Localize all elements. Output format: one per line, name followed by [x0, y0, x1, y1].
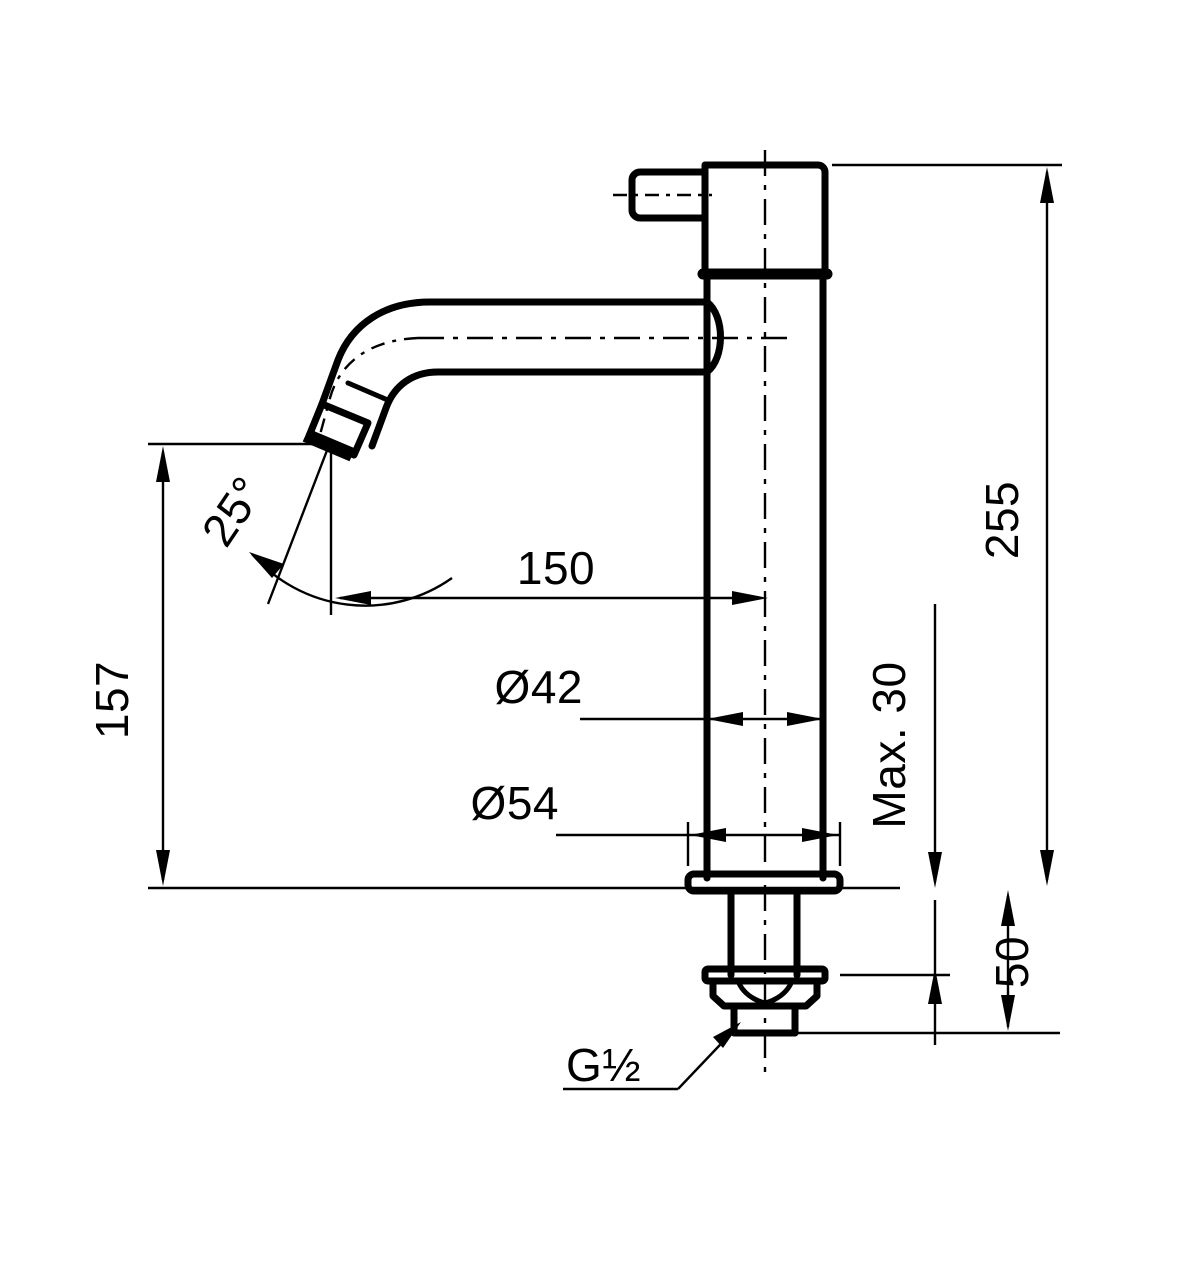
dim-label-max30: Max. 30	[863, 661, 915, 828]
arrow-50-down	[1001, 995, 1015, 1031]
spout-body-junction	[703, 298, 724, 376]
dimension-max-deck-thickness: Max. 30	[840, 604, 950, 1045]
angle-ref-line-inclined	[266, 439, 333, 605]
base-flange-plate	[684, 870, 844, 895]
dimension-total-height: 255	[832, 163, 1062, 886]
arrow-255-down	[1040, 850, 1054, 886]
arrow-42-left	[707, 712, 743, 726]
dimension-body-diameter: Ø42	[495, 661, 823, 726]
dim-label-54: Ø54	[471, 777, 559, 829]
arrow-max30-up	[928, 968, 942, 1004]
arrow-50-up	[1001, 890, 1015, 926]
arrow-150-right	[732, 591, 768, 605]
arrow-157-up	[156, 446, 170, 482]
spout-top-profile	[318, 298, 711, 408]
hex-mounting-nut	[709, 977, 821, 1010]
arrow-150-left	[335, 591, 371, 605]
aerator-head	[305, 400, 372, 459]
arrow-157-down	[156, 850, 170, 886]
arrow-54-right	[802, 828, 838, 842]
dim-label-50: 50	[986, 936, 1038, 988]
centerlines-group	[316, 150, 790, 1075]
spout-bottom-profile	[368, 368, 711, 450]
dimension-shank-length: 50	[795, 890, 1060, 1035]
arrow-max30-down	[928, 852, 942, 888]
dim-label-25deg: 25°	[191, 467, 274, 555]
dim-label-255: 255	[976, 481, 1028, 559]
dim-label-g-half: G½	[566, 1039, 641, 1091]
handle-lever	[628, 168, 709, 222]
dimension-base-diameter: Ø54	[471, 777, 842, 866]
g-half-leader-arrow	[713, 1022, 741, 1048]
dim-label-150: 150	[517, 542, 595, 594]
arrow-angle-left	[249, 552, 284, 578]
arrow-42-right	[787, 712, 823, 726]
dimension-outlet-angle: 25°	[191, 439, 453, 615]
dim-label-42: Ø42	[495, 661, 583, 713]
aerator-collar-line	[345, 380, 393, 404]
arrow-255-up	[1040, 167, 1054, 203]
arrow-54-left	[690, 828, 726, 842]
dimension-spout-height: 157	[86, 442, 900, 890]
callout-supply-thread: G½	[563, 1022, 741, 1091]
spout-elbow-centerline	[316, 336, 419, 443]
supply-thread-connector	[730, 1002, 799, 1037]
nut-facet-arc-right	[762, 978, 795, 1006]
dimension-spout-reach: 150	[335, 542, 768, 605]
dim-label-157: 157	[86, 661, 138, 739]
